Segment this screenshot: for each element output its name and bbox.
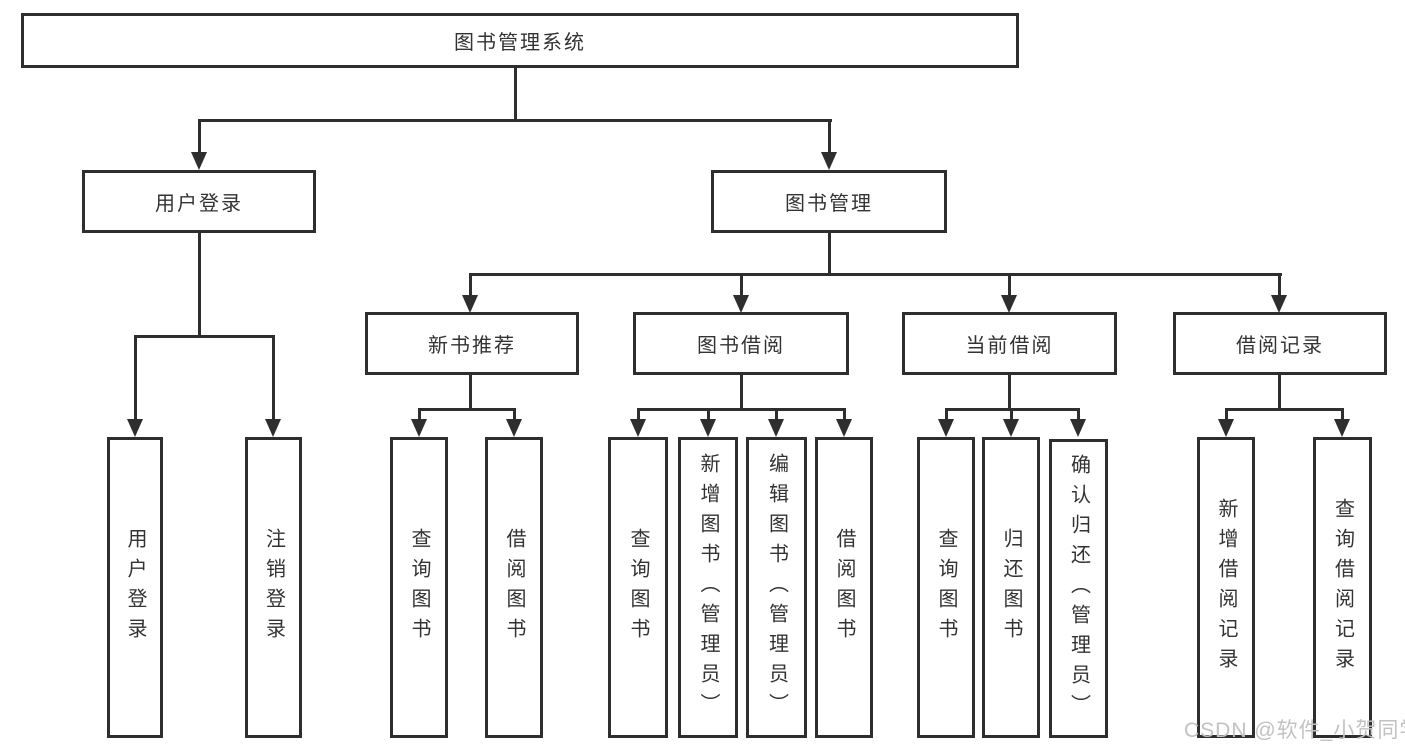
node-book-management: 图书管理	[711, 170, 947, 233]
node-new-book-recommend: 新书推荐	[365, 312, 579, 375]
connector-line	[513, 408, 516, 419]
leaf-user-login-label: 用户登录	[124, 527, 146, 648]
leaf-add-book-admin: 新增图书（管理员）	[678, 437, 738, 738]
arrow-down-icon	[1003, 419, 1019, 437]
leaf-user-login: 用户登录	[107, 437, 163, 738]
leaf-borrow-books-recommend-label: 借阅图书	[503, 527, 525, 648]
arrow-down-icon	[1001, 295, 1017, 313]
connector-line	[740, 273, 743, 295]
connector-line	[198, 119, 201, 152]
node-borrow-records-label: 借阅记录	[1236, 335, 1324, 357]
connector-line	[134, 335, 137, 419]
leaf-add-borrow-record-label: 新增借阅记录	[1215, 497, 1237, 678]
node-current-borrow-label: 当前借阅	[965, 335, 1054, 357]
leaf-query-books-borrow: 查询图书	[608, 437, 668, 738]
csdn-watermark: CSDN @软件_小贺同学	[1184, 719, 1405, 742]
arrow-down-icon	[768, 419, 784, 437]
arrow-down-icon	[1271, 295, 1287, 313]
leaf-query-books-recommend: 查询图书	[390, 437, 448, 738]
connector-line	[418, 408, 421, 419]
leaf-confirm-return-admin-label: 确认归还（管理员）	[1067, 453, 1090, 724]
connector-line	[828, 233, 831, 273]
connector-line	[1008, 375, 1011, 408]
leaf-borrow-books: 借阅图书	[815, 437, 873, 738]
connector-line	[1225, 408, 1228, 419]
leaf-return-book: 归还图书	[982, 437, 1040, 738]
arrow-down-icon	[411, 419, 427, 437]
connector-line	[1008, 273, 1011, 295]
arrow-down-icon	[1334, 419, 1350, 437]
arrow-down-icon	[462, 295, 478, 313]
node-book-management-label: 图书管理	[785, 193, 873, 215]
leaf-return-book-label: 归还图书	[1000, 527, 1022, 648]
node-borrow-records: 借阅记录	[1173, 312, 1387, 375]
connector-line	[1010, 408, 1013, 419]
leaf-logout-label: 注销登录	[262, 527, 285, 648]
arrow-down-icon	[733, 295, 749, 313]
leaf-borrow-books-recommend: 借阅图书	[485, 437, 543, 738]
node-user-login: 用户登录	[82, 170, 316, 233]
connector-line	[740, 375, 743, 408]
leaf-confirm-return-admin: 确认归还（管理员）	[1049, 439, 1108, 738]
connector-line	[1225, 408, 1344, 411]
arrow-down-icon	[506, 419, 522, 437]
connector-line	[843, 408, 846, 419]
node-book-borrow-label: 图书借阅	[697, 335, 785, 357]
leaf-edit-book-admin: 编辑图书（管理员）	[746, 437, 807, 738]
node-new-book-recommend-label: 新书推荐	[428, 335, 516, 357]
leaf-query-books-current-label: 查询图书	[935, 527, 957, 648]
connector-line	[1278, 273, 1281, 295]
node-current-borrow: 当前借阅	[902, 312, 1117, 375]
node-user-login-label: 用户登录	[155, 193, 243, 215]
leaf-query-books-recommend-label: 查询图书	[408, 527, 430, 648]
arrow-down-icon	[700, 419, 716, 437]
connector-line	[1077, 408, 1080, 419]
arrow-down-icon	[938, 419, 954, 437]
arrow-down-icon	[127, 419, 143, 437]
arrow-down-icon	[821, 152, 837, 170]
connector-line	[418, 408, 516, 411]
node-book-borrow: 图书借阅	[633, 312, 849, 375]
arrow-down-icon	[1070, 419, 1086, 437]
arrow-down-icon	[1218, 419, 1234, 437]
connector-line	[514, 68, 517, 119]
leaf-add-book-admin-label: 新增图书（管理员）	[697, 452, 719, 723]
connector-line	[828, 119, 831, 152]
connector-line	[637, 408, 846, 411]
leaf-query-books-borrow-label: 查询图书	[627, 527, 649, 648]
leaf-borrow-books-label: 借阅图书	[833, 527, 855, 648]
arrow-down-icon	[630, 419, 646, 437]
leaf-query-books-current: 查询图书	[917, 437, 975, 738]
connector-line	[198, 119, 832, 122]
node-root: 图书管理系统	[21, 13, 1019, 68]
connector-line	[775, 408, 778, 419]
connector-line	[469, 273, 1282, 276]
connector-line	[469, 375, 472, 408]
connector-line	[272, 335, 275, 419]
arrow-down-icon	[191, 152, 207, 170]
connector-line	[707, 408, 710, 419]
connector-line	[1278, 375, 1281, 408]
arrow-down-icon	[836, 419, 852, 437]
connector-line	[469, 273, 472, 295]
leaf-query-borrow-record-label: 查询借阅记录	[1331, 497, 1354, 678]
leaf-add-borrow-record: 新增借阅记录	[1197, 437, 1255, 738]
connector-line	[1341, 408, 1344, 419]
connector-line	[637, 408, 640, 419]
node-root-label: 图书管理系统	[454, 32, 586, 54]
leaf-query-borrow-record: 查询借阅记录	[1313, 437, 1372, 738]
arrow-down-icon	[265, 419, 281, 437]
leaf-edit-book-admin-label: 编辑图书（管理员）	[765, 452, 788, 723]
leaf-logout: 注销登录	[245, 437, 302, 738]
connector-line	[134, 335, 275, 338]
connector-line	[945, 408, 948, 419]
connector-line	[198, 233, 201, 335]
